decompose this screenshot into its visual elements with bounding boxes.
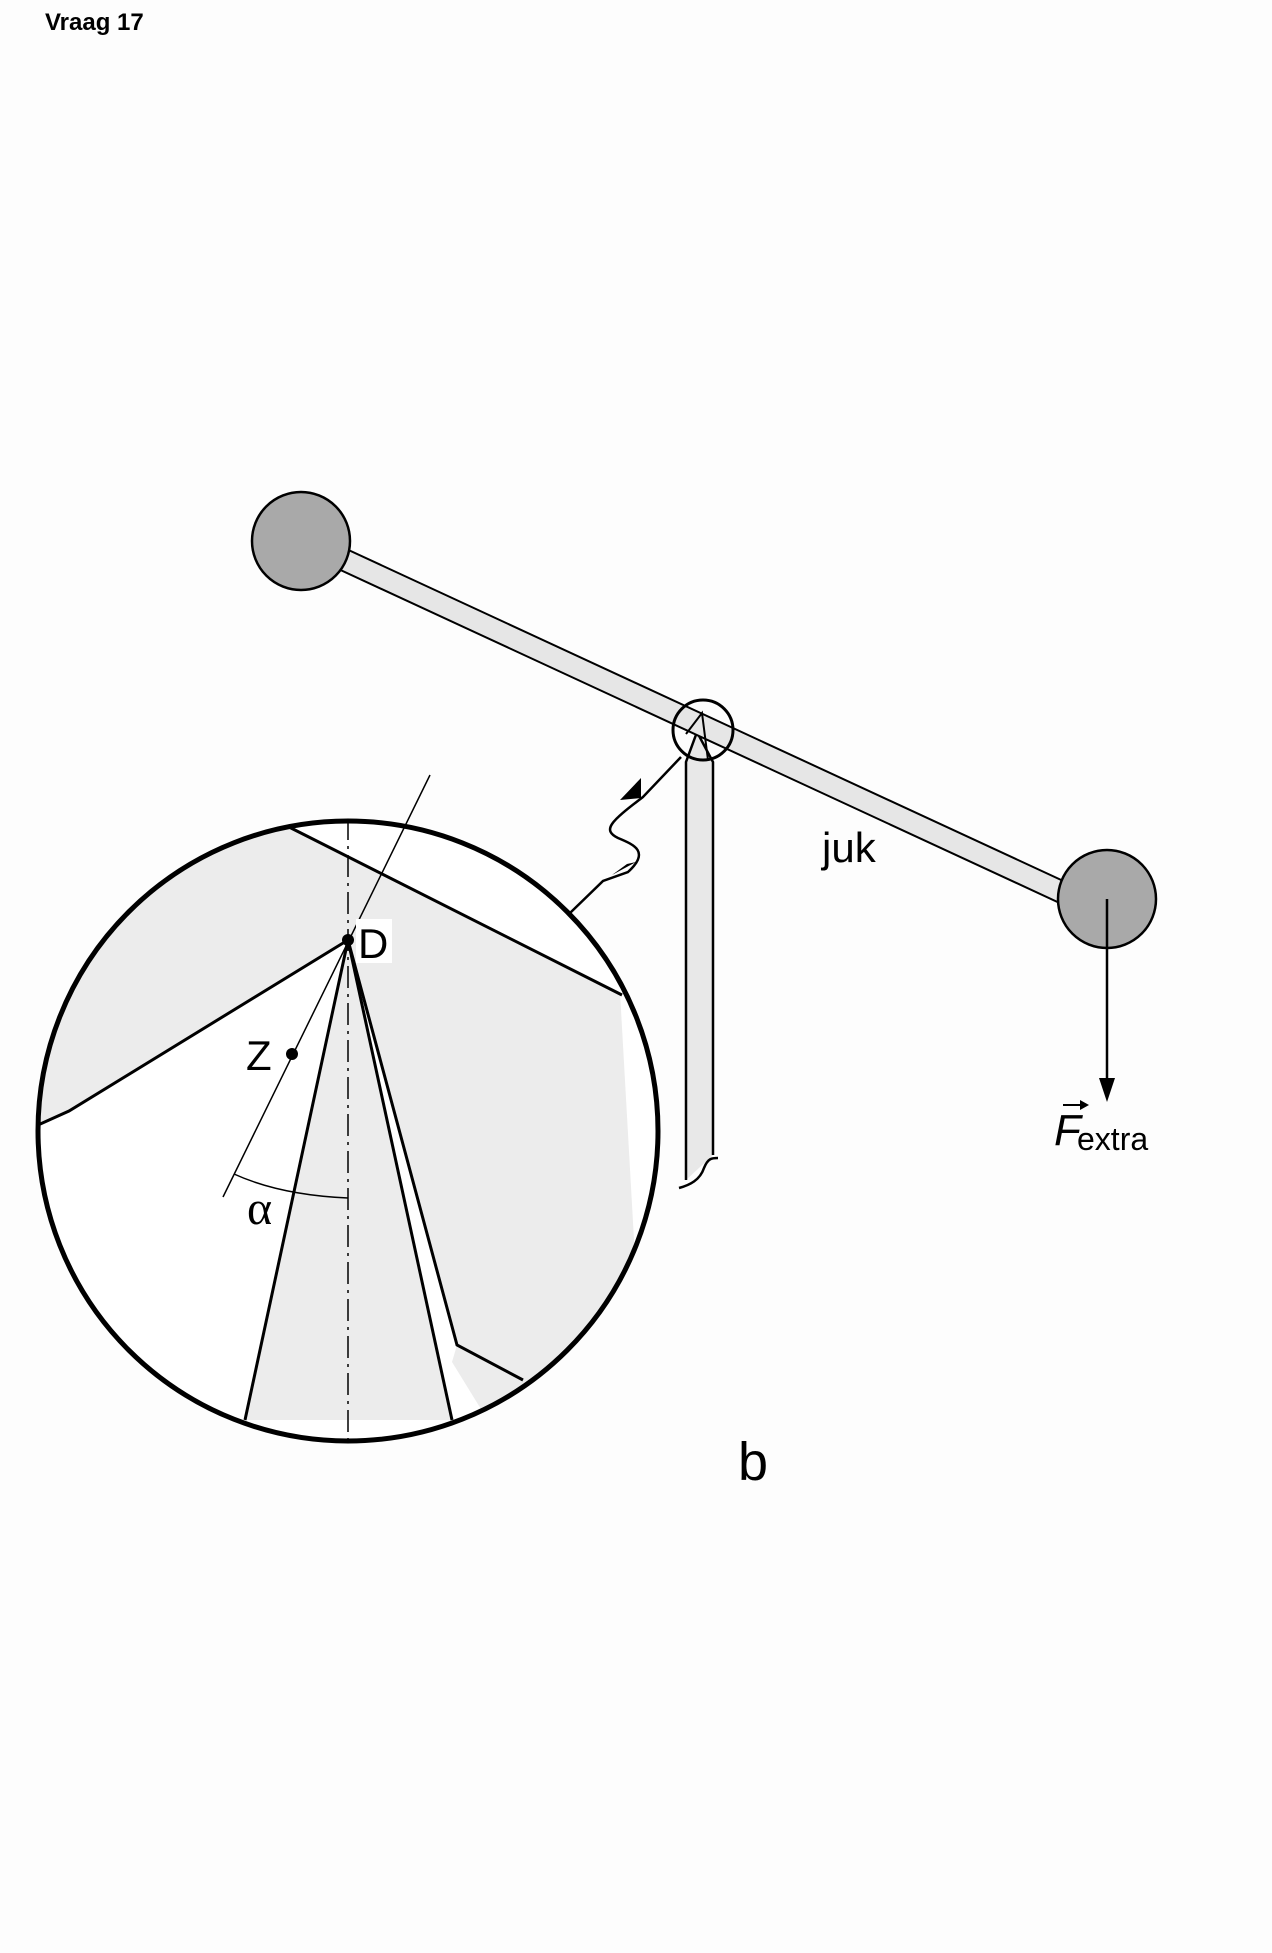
angle-label: α: [247, 1182, 272, 1235]
pivot-detail: [685, 710, 709, 761]
point-d-label-bg: [356, 919, 392, 963]
point-d-dot: [342, 934, 354, 946]
force-subscript: extra: [1077, 1121, 1148, 1157]
force-symbol: F: [1054, 1106, 1083, 1155]
magnifier-circle: [671, 698, 735, 762]
tilted-axis: [222, 774, 431, 1198]
page-title: Vraag 17: [45, 9, 144, 36]
point-d-label: D: [358, 920, 388, 967]
force-arrow: [1099, 899, 1115, 1102]
figure-letter: b: [738, 1432, 768, 1492]
point-z-label: Z: [246, 1032, 272, 1079]
magnify-leader: [569, 756, 682, 914]
support-post: [678, 728, 719, 1190]
angle-arc: [233, 1173, 349, 1199]
point-z-dot: [286, 1048, 298, 1060]
force-label: F extra: [1054, 1100, 1148, 1157]
yoke-label: juk: [820, 824, 877, 871]
zoom-detail: [35, 818, 661, 1444]
left-mass: [250, 490, 352, 592]
